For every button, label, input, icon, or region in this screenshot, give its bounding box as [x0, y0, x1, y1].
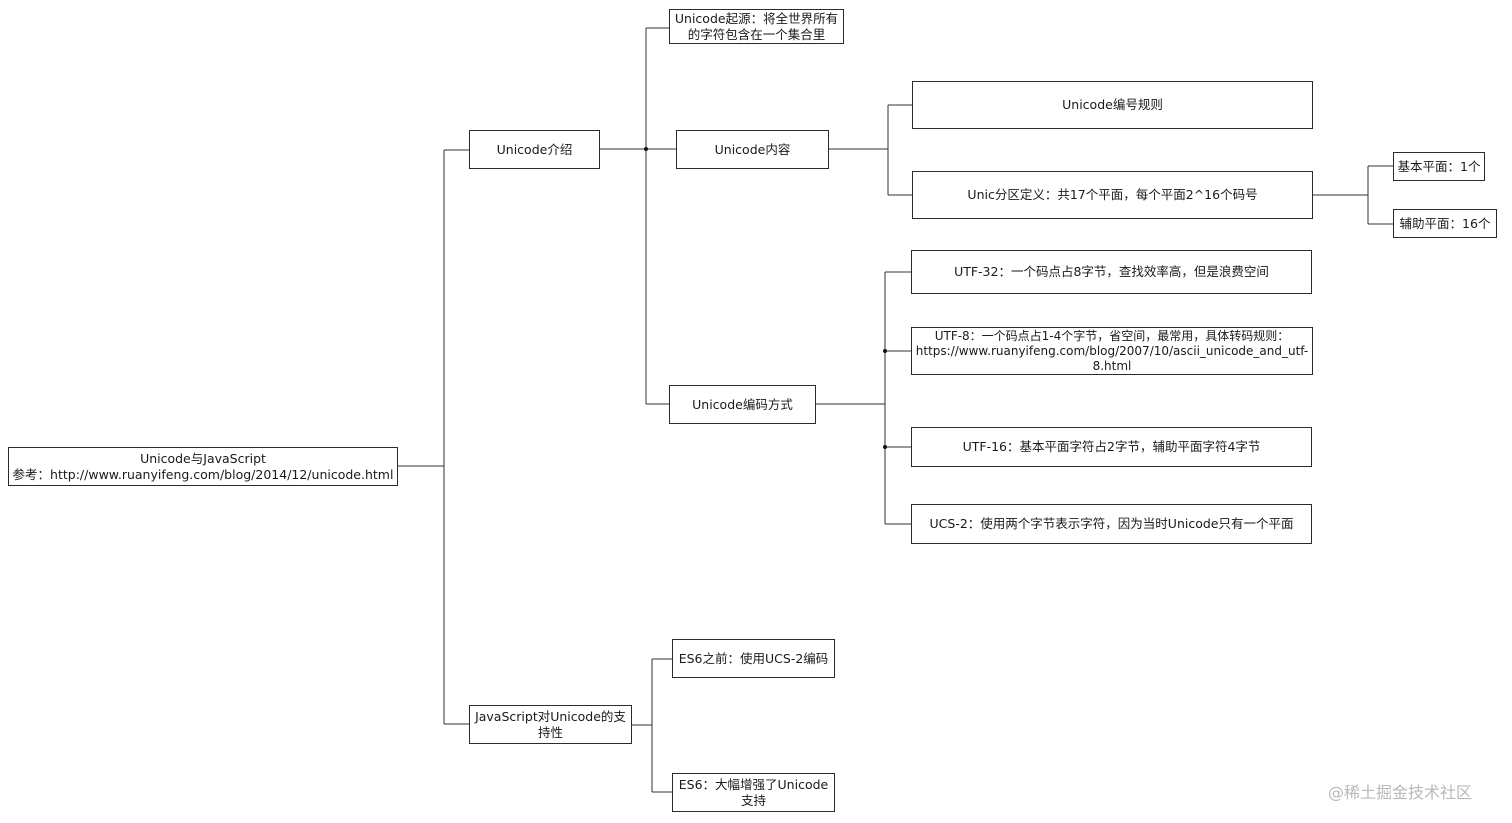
utf8-line2: https://www.ruanyifeng.com/blog/2007/10/…: [915, 343, 1309, 358]
utf8-line1: UTF-8：一个码点占1-4个字节，省空间，最常用，具体转码规则：: [934, 328, 1290, 343]
es6-before-label: ES6之前：使用UCS-2编码: [678, 650, 829, 666]
basic-plane-label: 基本平面：1个: [1397, 158, 1481, 174]
ucs2-label: UCS-2：使用两个字节表示字符，因为当时Unicode只有一个平面: [929, 516, 1294, 531]
aux-plane-node[interactable]: 辅助平面：16个: [1393, 209, 1497, 238]
content-node[interactable]: Unicode内容: [676, 130, 829, 169]
planes-label: Unic分区定义：共17个平面，每个平面2^16个码号: [967, 187, 1258, 202]
junction-dot: [883, 349, 887, 353]
intro-node[interactable]: Unicode介绍: [469, 130, 600, 169]
es6-line1: ES6：大幅增强了Unicode: [678, 776, 829, 792]
utf16-label: UTF-16：基本平面字符占2字节，辅助平面字符4字节: [962, 439, 1261, 454]
junction-dot: [644, 147, 648, 151]
origin-line1: Unicode起源：将全世界所有: [674, 10, 839, 26]
utf8-node[interactable]: UTF-8：一个码点占1-4个字节，省空间，最常用，具体转码规则： https:…: [911, 327, 1313, 375]
numbering-node[interactable]: Unicode编号规则: [912, 81, 1313, 129]
watermark-text: @稀土掘金技术社区: [1328, 783, 1473, 802]
utf16-node[interactable]: UTF-16：基本平面字符占2字节，辅助平面字符4字节: [911, 427, 1312, 467]
encoding-node[interactable]: Unicode编码方式: [669, 385, 816, 424]
utf32-label: UTF-32：一个码点占8字节，查找效率高，但是浪费空间: [954, 264, 1269, 279]
es6-node[interactable]: ES6：大幅增强了Unicode 支持: [672, 773, 835, 812]
es6-before-node[interactable]: ES6之前：使用UCS-2编码: [672, 639, 835, 678]
basic-plane-node[interactable]: 基本平面：1个: [1393, 152, 1485, 181]
utf8-line3: 8.html: [1092, 358, 1132, 373]
root-title: Unicode与JavaScript: [140, 450, 266, 466]
aux-plane-label: 辅助平面：16个: [1399, 215, 1491, 231]
origin-node[interactable]: Unicode起源：将全世界所有 的字符包含在一个集合里: [669, 9, 844, 44]
root-reference: 参考：http://www.ruanyifeng.com/blog/2014/1…: [12, 466, 394, 482]
js-support-node[interactable]: JavaScript对Unicode的支 持性: [469, 705, 632, 744]
origin-line2: 的字符包含在一个集合里: [687, 26, 826, 42]
js-support-line2: 持性: [537, 724, 563, 740]
ucs2-node[interactable]: UCS-2：使用两个字节表示字符，因为当时Unicode只有一个平面: [911, 504, 1312, 544]
root-node[interactable]: Unicode与JavaScript 参考：http://www.ruanyif…: [8, 447, 398, 486]
es6-line2: 支持: [740, 792, 766, 808]
numbering-label: Unicode编号规则: [1062, 97, 1163, 112]
planes-node[interactable]: Unic分区定义：共17个平面，每个平面2^16个码号: [912, 171, 1313, 219]
utf32-node[interactable]: UTF-32：一个码点占8字节，查找效率高，但是浪费空间: [911, 250, 1312, 294]
js-support-line1: JavaScript对Unicode的支: [475, 708, 626, 724]
intro-label: Unicode介绍: [496, 141, 573, 157]
junction-dot: [883, 445, 887, 449]
encoding-label: Unicode编码方式: [692, 396, 793, 412]
content-label: Unicode内容: [714, 141, 791, 157]
